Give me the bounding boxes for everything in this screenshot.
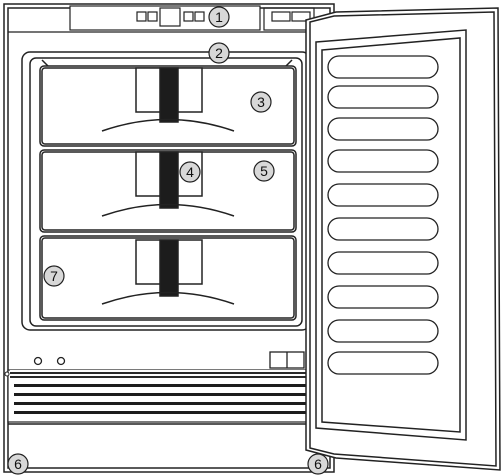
callout-6-left-label: 6 — [14, 456, 22, 472]
callout-7: 7 — [43, 265, 65, 287]
freezer-drawer-bottom[interactable] — [39, 235, 297, 321]
callout-2: 2 — [208, 42, 230, 64]
callout-6-left: 6 — [7, 453, 29, 475]
callout-2-label: 2 — [215, 45, 223, 61]
freezer-drawer-middle[interactable] — [39, 149, 297, 233]
callout-7-label: 7 — [50, 268, 58, 284]
callout-6-right-label: 6 — [314, 456, 322, 472]
freezer-drawer-top[interactable] — [39, 65, 297, 147]
freezer-door[interactable] — [305, 7, 501, 471]
ventilation-grille — [4, 369, 331, 423]
callout-1-label: 1 — [215, 9, 223, 25]
callout-6-right: 6 — [307, 453, 329, 475]
callout-3-label: 3 — [257, 94, 265, 110]
drawer-handle[interactable] — [159, 151, 179, 209]
drawer-handle[interactable] — [159, 239, 179, 297]
door-shelf-ridges — [327, 55, 439, 375]
callout-4: 4 — [179, 161, 201, 183]
callout-5-label: 5 — [260, 163, 268, 179]
interior-compartment — [21, 51, 311, 331]
drawer-handle[interactable] — [159, 67, 179, 123]
callout-5: 5 — [253, 160, 275, 182]
callout-3: 3 — [250, 91, 272, 113]
lower-knobs — [33, 351, 305, 369]
callout-4-label: 4 — [186, 164, 194, 180]
control-panel — [8, 5, 330, 33]
callout-1: 1 — [208, 6, 230, 28]
